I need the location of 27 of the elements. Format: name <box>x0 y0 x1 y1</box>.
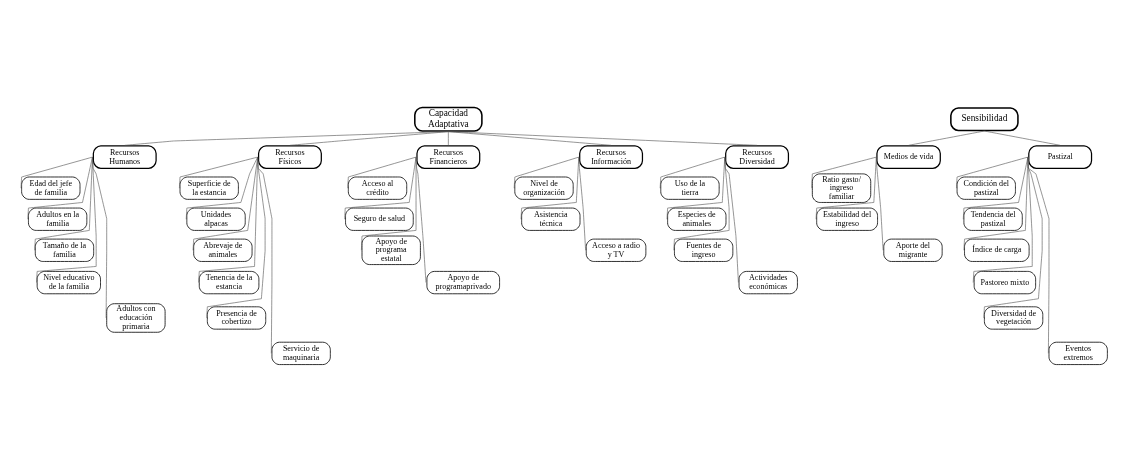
connector <box>344 156 417 220</box>
connector <box>20 156 93 188</box>
connector <box>811 156 877 188</box>
connector <box>659 156 726 188</box>
connector <box>92 156 108 318</box>
connector <box>185 156 258 220</box>
connector <box>415 156 427 283</box>
connector <box>124 130 449 146</box>
connector <box>448 130 758 146</box>
connector <box>908 130 985 146</box>
connector <box>347 156 417 188</box>
connector <box>513 156 580 188</box>
connector <box>448 130 612 146</box>
connector <box>179 156 258 188</box>
connector <box>724 156 739 283</box>
connector <box>27 156 93 220</box>
connector <box>956 156 1029 188</box>
connector <box>984 130 1061 146</box>
connector <box>361 156 417 251</box>
node-box: Sensibilidad <box>950 106 1019 131</box>
connector <box>1027 156 1050 354</box>
connector <box>876 156 884 251</box>
node-box: Capacidad Adaptativa <box>414 106 483 132</box>
connector <box>578 156 586 251</box>
connector <box>448 130 449 146</box>
connector <box>257 156 273 354</box>
connector <box>289 130 449 146</box>
